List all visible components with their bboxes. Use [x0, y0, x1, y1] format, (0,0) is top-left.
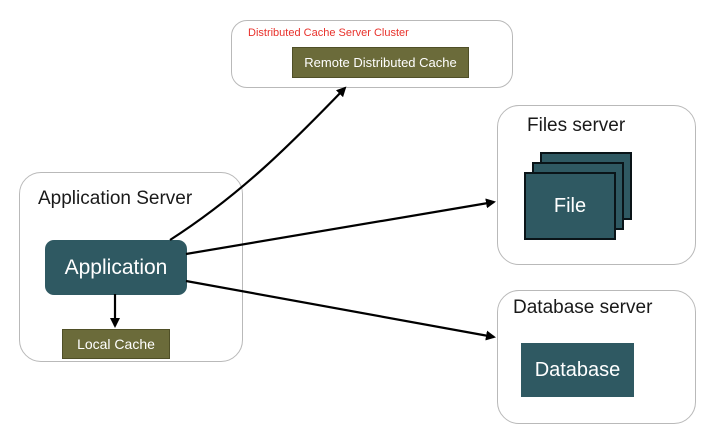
database-label: Database	[534, 358, 621, 381]
database-server-group: Database server Database	[497, 290, 696, 424]
local-cache-node: Local Cache	[62, 329, 170, 359]
database-node: Database	[521, 343, 634, 397]
cache-cluster-group: Distributed Cache Server Cluster Remote …	[231, 20, 513, 88]
application-server-group: Application Server Application Local Cac…	[19, 172, 243, 362]
arrow-app-to-remote-cache	[169, 86, 347, 241]
file-label: File	[553, 194, 587, 217]
application-label: Application	[64, 255, 168, 279]
cache-cluster-title: Distributed Cache Server Cluster	[248, 27, 409, 39]
arrow-app-to-database	[185, 279, 496, 341]
local-cache-label: Local Cache	[77, 336, 155, 352]
remote-distributed-cache-node: Remote Distributed Cache	[292, 47, 469, 78]
file-node: File	[524, 172, 616, 240]
files-server-group: Files server File	[497, 105, 696, 265]
remote-distributed-cache-label: Remote Distributed Cache	[304, 55, 457, 70]
application-server-title: Application Server	[38, 188, 193, 209]
application-node: Application	[45, 240, 187, 295]
files-server-title: Files server	[527, 115, 626, 136]
database-server-title: Database server	[513, 297, 653, 318]
arrow-app-to-files	[185, 198, 496, 256]
